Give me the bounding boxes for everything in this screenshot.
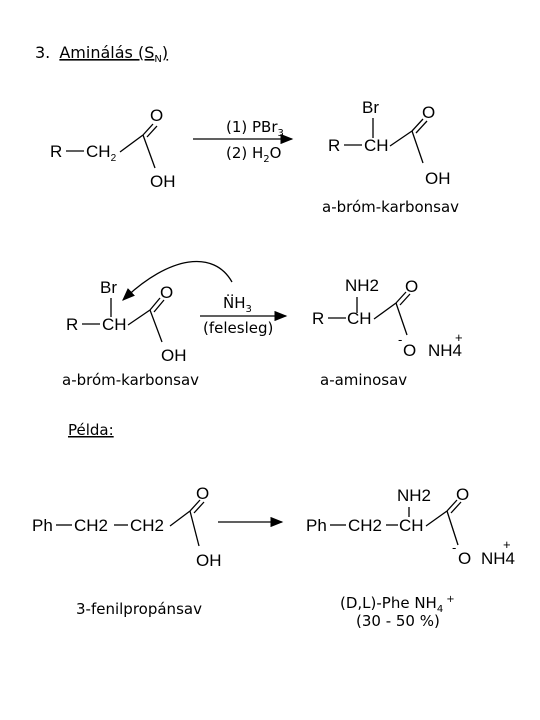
reagent-step1: (1) PBr3 — [226, 118, 284, 139]
product-name-bromo-acid: a-bróm-karbonsav — [322, 198, 459, 216]
product-name-amino-acid: a-aminosav — [320, 371, 407, 389]
reaction2-product: NH2 R CH O O - NH4 + — [312, 276, 463, 360]
reaction1-arrow: (1) PBr3 (2) H2O — [193, 118, 294, 165]
ch2-group: CH2 — [348, 516, 382, 535]
r-group: R — [50, 142, 62, 161]
reactant-name-bromo-acid: a-bróm-karbonsav — [62, 371, 199, 389]
r-group: R — [66, 315, 78, 334]
bromine: Br — [100, 278, 117, 297]
phenyl-group: Ph — [306, 516, 327, 535]
carbonyl-oxygen: O — [196, 484, 209, 503]
carbonyl-oxygen: O — [456, 485, 469, 504]
ch2-group-a: CH2 — [74, 516, 108, 535]
ammonia-reagent: NH3 — [223, 294, 252, 315]
ch-group: CH — [399, 516, 424, 535]
reactant-name-example: 3-fenilpropánsav — [76, 600, 202, 618]
example-label: Példa: — [68, 421, 114, 439]
amino-group: NH2 — [397, 486, 431, 505]
carboxylate-oxygen: O — [458, 549, 471, 568]
reaction1-product: Br R CH O OH — [328, 98, 451, 188]
product-name-example: (D,L)-Phe NH4+ — [340, 594, 455, 615]
ch-group: CH — [102, 315, 127, 334]
lone-pair-dots: .. — [226, 285, 234, 300]
hydroxyl: OH — [425, 169, 451, 188]
r-group: R — [328, 136, 340, 155]
hydroxyl: OH — [150, 172, 176, 191]
excess-note: (felesleg) — [203, 319, 273, 337]
phenyl-group: Ph — [32, 516, 53, 535]
hydroxyl: OH — [161, 346, 187, 365]
bromine: Br — [362, 98, 379, 117]
ch-group: CH — [347, 309, 372, 328]
carbonyl-oxygen: O — [150, 106, 163, 125]
yield-range: (30 - 50 %) — [356, 612, 440, 630]
r-group: R — [312, 309, 324, 328]
example-product: NH2 Ph CH2 CH O O - NH4 + — [306, 485, 515, 568]
reagent-step2: (2) H2O — [226, 144, 281, 165]
ammonium-ion: NH4 — [428, 341, 462, 360]
reaction1-reactant: R CH2 O OH — [50, 106, 176, 191]
positive-charge: + — [503, 537, 511, 552]
ammonium-ion: NH4 — [481, 549, 515, 568]
ch2-group: CH2 — [86, 142, 117, 164]
ch2-group-b: CH2 — [130, 516, 164, 535]
negative-charge: - — [452, 540, 456, 555]
carboxylate-oxygen: O — [403, 341, 416, 360]
reaction2-arrow: .. NH3 (felesleg) — [200, 285, 288, 337]
curved-attack-arrow — [122, 260, 233, 301]
hydroxyl: OH — [196, 551, 222, 570]
amino-group: NH2 — [345, 276, 379, 295]
carbonyl-oxygen: O — [405, 277, 418, 296]
carbonyl-oxygen: O — [422, 103, 435, 122]
example-reactant: Ph CH2 CH2 O OH — [32, 484, 222, 570]
carbonyl-oxygen: O — [160, 283, 173, 302]
positive-charge: + — [455, 330, 463, 345]
reaction2-reactant: Br R CH O OH — [66, 278, 187, 365]
section-title: 3. Aminálás (SN) — [35, 43, 168, 65]
negative-charge: - — [398, 332, 402, 347]
ch-group: CH — [364, 136, 389, 155]
